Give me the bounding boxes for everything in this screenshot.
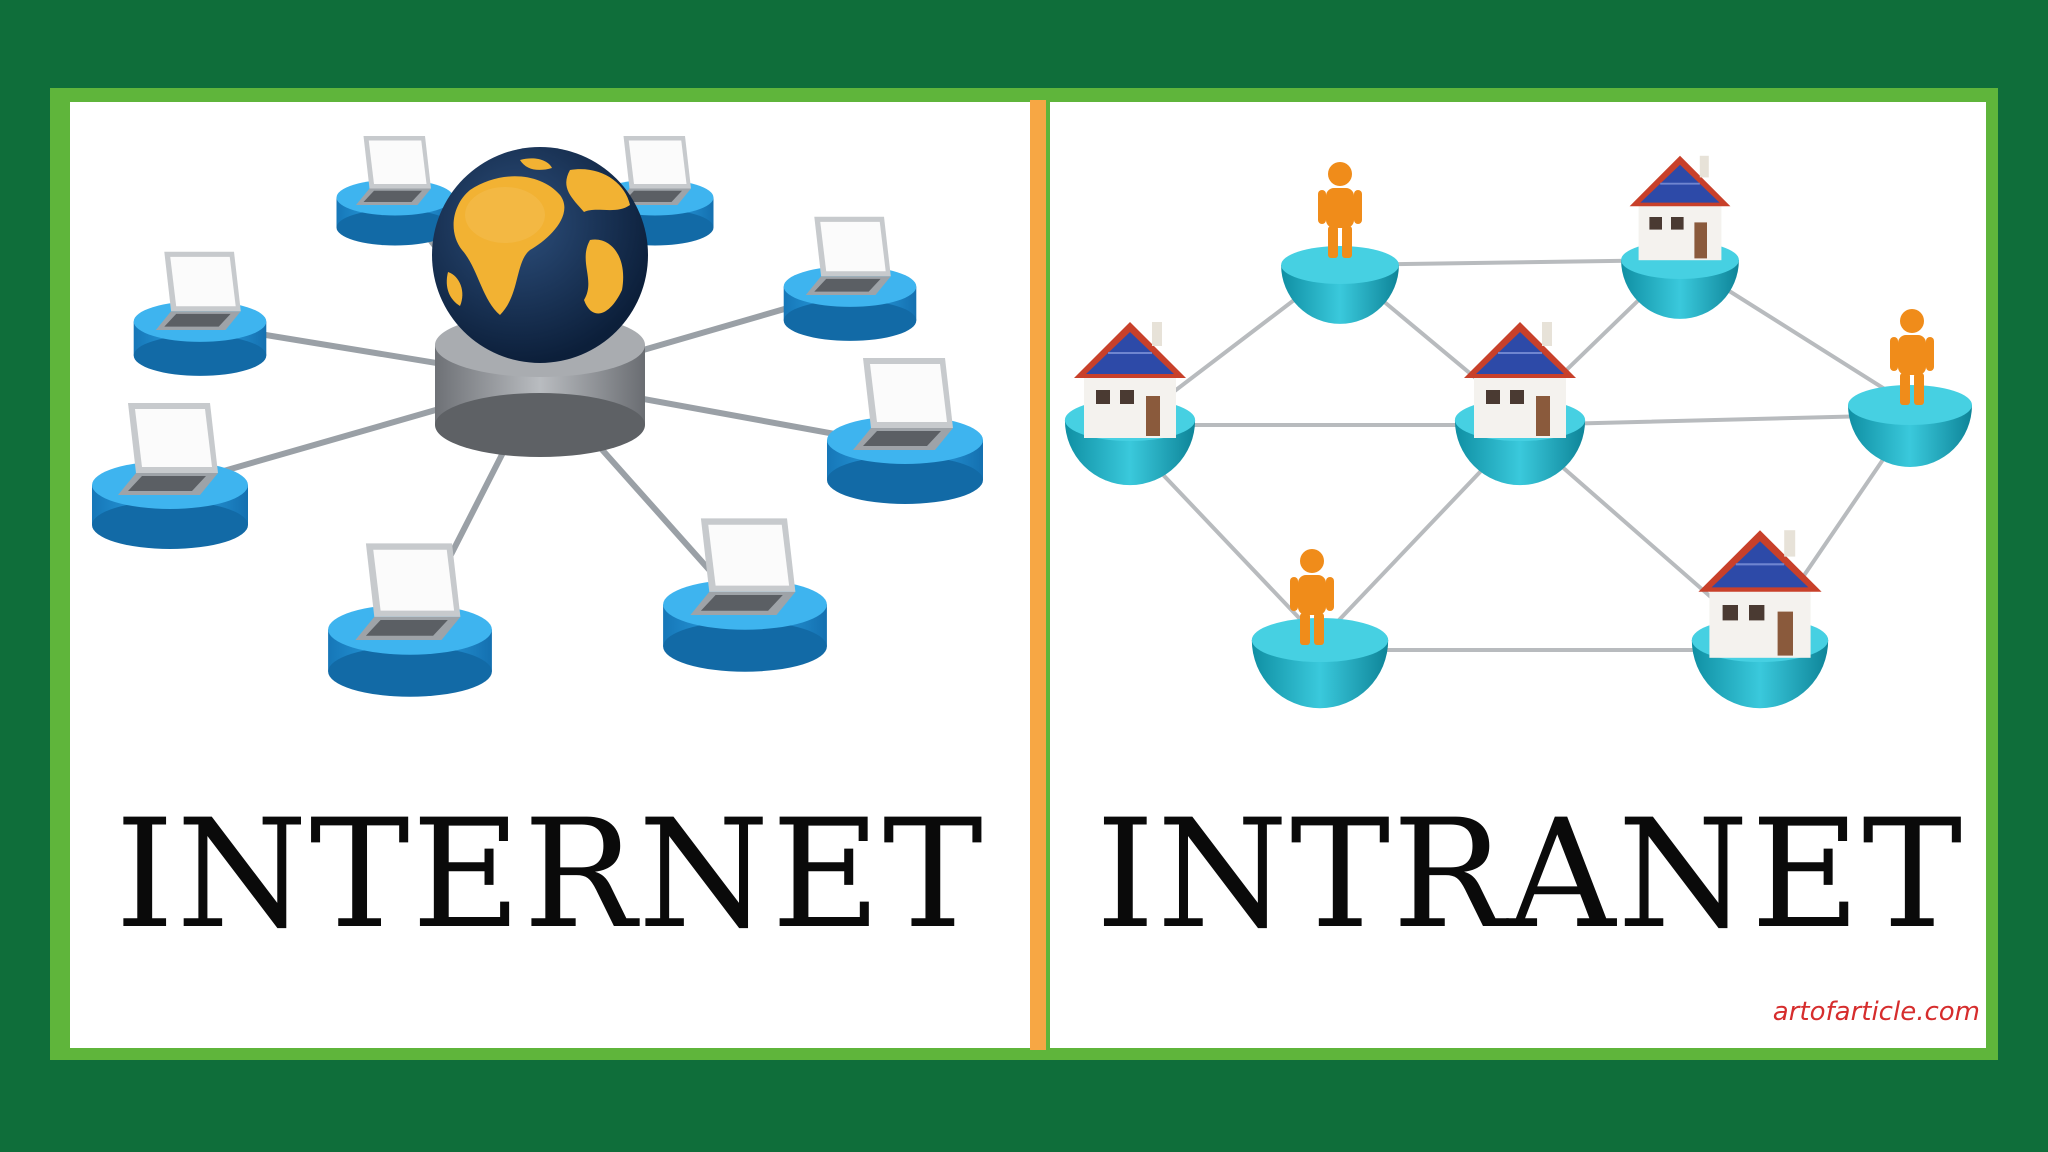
internet-diagram — [92, 136, 983, 697]
panel-right — [1050, 102, 1986, 1048]
panel-title-intranet: INTRANET — [1095, 788, 1965, 962]
intranet-diagram — [1064, 154, 1972, 709]
watermark: artofarticle.com — [1772, 997, 1980, 1027]
globe-icon — [432, 147, 648, 363]
panel-title-internet: INTERNET — [115, 788, 985, 962]
divider — [1030, 100, 1046, 1050]
